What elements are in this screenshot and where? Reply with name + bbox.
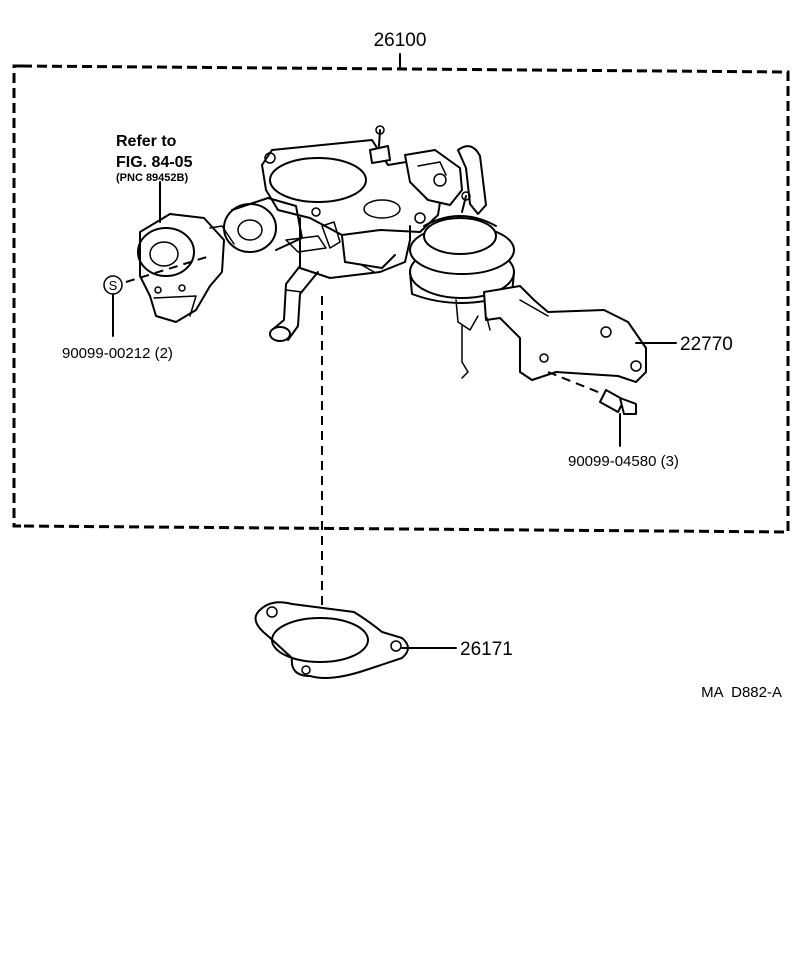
screw-part-number: 90099-00212 (2) bbox=[62, 345, 173, 362]
seal-symbol-letter: S bbox=[109, 278, 118, 293]
diaphragm-unit bbox=[409, 191, 515, 379]
reference-line-1: Refer to bbox=[116, 133, 177, 150]
figure-code: MA D882-A bbox=[701, 684, 782, 701]
screw-callout: S 90099-00212 (2) bbox=[62, 255, 211, 362]
bolt-part-number: 90099-04580 (3) bbox=[568, 453, 679, 470]
bolt-drawing bbox=[547, 371, 637, 415]
reference-line-3: (PNC 89452B) bbox=[116, 172, 188, 184]
bypass-pipe bbox=[269, 265, 319, 342]
reference-line-2: FIG. 84-05 bbox=[116, 154, 193, 171]
assembly-dashed-box bbox=[12, 64, 790, 534]
throttle-body bbox=[223, 125, 487, 279]
throttle-sensor bbox=[137, 213, 235, 323]
gasket-drawing bbox=[254, 601, 409, 679]
bracket-drawing bbox=[483, 285, 647, 383]
assembly-number-label: 26100 bbox=[374, 30, 427, 51]
bracket-part-number: 22770 bbox=[680, 334, 733, 355]
gasket-part-number: 26171 bbox=[460, 639, 513, 660]
